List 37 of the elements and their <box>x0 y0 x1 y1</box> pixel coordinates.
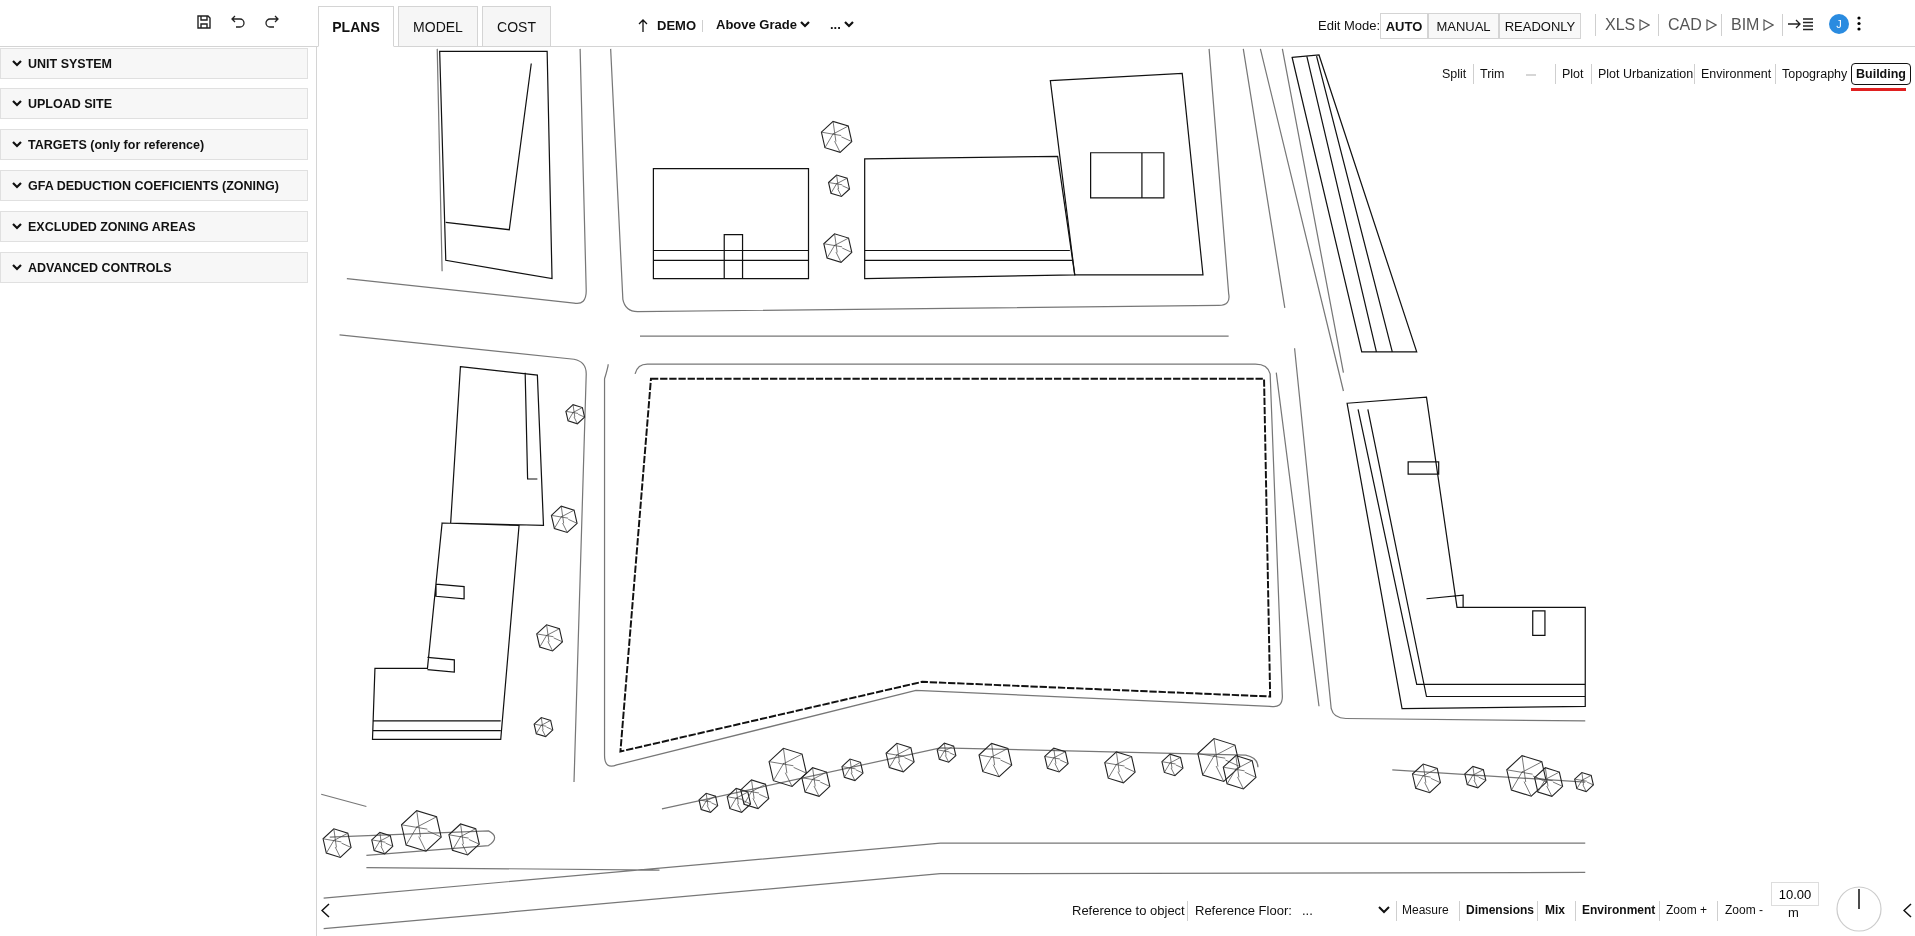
text: DEMO <box>657 18 696 33</box>
text: ... <box>1302 903 1313 918</box>
accordion-header: UPLOAD SITE <box>0 88 308 119</box>
text: Reference Floor: <box>1195 903 1292 918</box>
toolbar-link: Dimensions <box>1466 900 1534 920</box>
toolbar-link: Measure <box>1402 900 1449 920</box>
export-button: BIM <box>1731 14 1775 36</box>
mode-button: READONLY <box>1499 13 1581 39</box>
mode-button: MANUAL <box>1428 13 1499 39</box>
layer-tab: Plot <box>1558 63 1588 85</box>
scale-input-field: 10.00 <box>1771 882 1819 906</box>
text: m <box>1788 905 1799 920</box>
dropdown: ... <box>830 17 854 32</box>
dropdown: Above Grade <box>716 17 810 32</box>
export-button: XLS <box>1605 14 1651 36</box>
layer-tab: Trim <box>1476 63 1509 85</box>
accordion-header: ADVANCED CONTROLS <box>0 252 308 283</box>
accordion-header: UNIT SYSTEM <box>0 48 308 79</box>
layer-tab: Building <box>1851 63 1911 85</box>
toolbar-link: Environment <box>1582 900 1656 920</box>
accordion-header: GFA DEDUCTION COEFICIENTS (ZONING) <box>0 170 308 201</box>
export-button: CAD <box>1668 14 1717 36</box>
text: Edit Mode: <box>1318 18 1381 33</box>
tab: PLANS <box>318 6 394 47</box>
layer-tab: Split <box>1438 63 1471 85</box>
tab: MODEL <box>398 6 478 47</box>
layer-tab: Topography <box>1778 63 1852 85</box>
toolbar-link: Mix <box>1545 900 1565 920</box>
toolbar-link: Zoom - <box>1725 900 1763 920</box>
accordion-header: TARGETS (only for reference) <box>0 129 308 160</box>
layer-tab: Plot Urbanization <box>1594 63 1698 85</box>
toolbar-link: Zoom + <box>1666 900 1707 920</box>
layer-tab: Environment <box>1697 63 1776 85</box>
text: Reference to object <box>1072 903 1185 918</box>
accordion-header: EXCLUDED ZONING AREAS <box>0 211 308 242</box>
tab: COST <box>482 6 551 47</box>
mode-button: AUTO <box>1380 13 1428 39</box>
